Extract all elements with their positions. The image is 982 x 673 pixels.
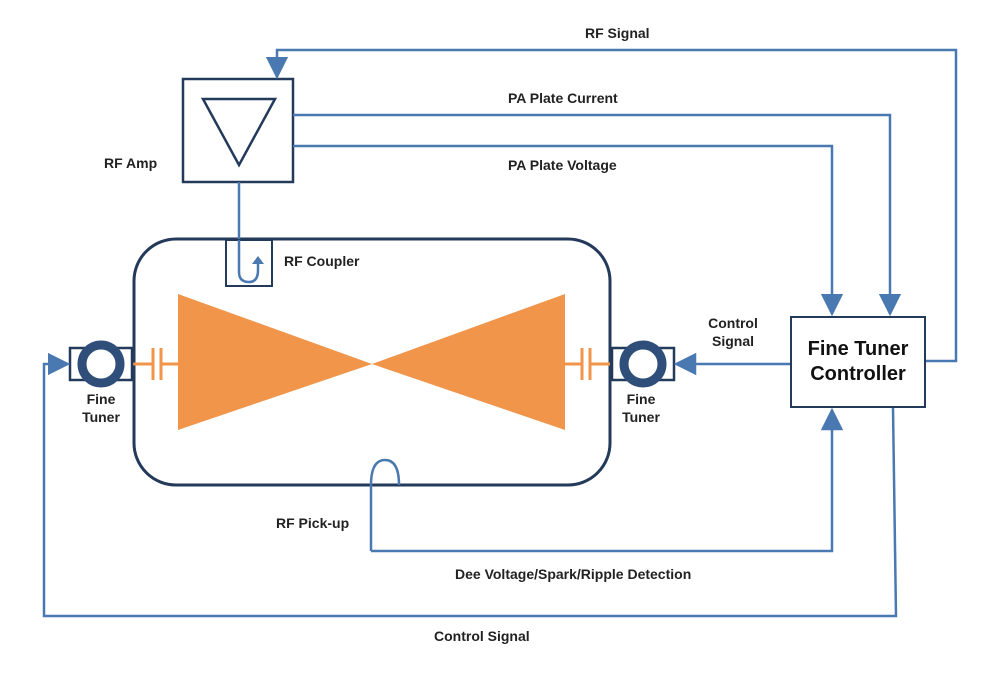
dee-right	[372, 294, 565, 430]
fine-tuner-left-icon	[68, 340, 134, 388]
capacitor-left-icon	[133, 348, 178, 380]
control-signal-bottom-line	[42, 352, 898, 618]
rf-signal-line	[265, 48, 958, 363]
controller-line1: Fine Tuner	[807, 338, 909, 360]
fine-tuner-right-line1: Fine	[626, 391, 656, 407]
dee-voltage-line	[371, 407, 844, 553]
pa-plate-current-label: PA Plate Current	[508, 90, 618, 106]
fine-tuner-right-line2: Tuner	[622, 409, 660, 425]
amplifier-triangle-icon	[200, 97, 278, 168]
fine-tuner-controller-label: Fine Tuner Controller	[808, 337, 909, 387]
dee-left	[178, 294, 372, 430]
pa-plate-voltage-line	[293, 144, 844, 317]
fine-tuner-right-icon	[610, 340, 676, 388]
rf-amp-label: RF Amp	[104, 155, 158, 171]
controller-line2: Controller	[810, 363, 906, 385]
control-signal-bottom-label: Control Signal	[434, 628, 530, 644]
rf-coupler-icon	[225, 182, 273, 287]
rf-pickup-loop	[369, 458, 401, 551]
fine-tuner-right-label: Fine Tuner	[611, 390, 671, 426]
control-signal-right-line1: Control	[708, 315, 758, 331]
rf-signal-label: RF Signal	[585, 25, 650, 41]
rf-amp-box	[181, 77, 295, 184]
pa-plate-current-line	[293, 113, 902, 317]
fine-tuner-left-line2: Tuner	[82, 409, 120, 425]
rf-coupler-label: RF Coupler	[284, 253, 360, 269]
fine-tuner-controller-box: Fine Tuner Controller	[790, 316, 926, 408]
capacitor-right-icon	[565, 348, 610, 380]
control-signal-right-line2: Signal	[711, 333, 754, 349]
pa-plate-voltage-label: PA Plate Voltage	[508, 157, 617, 173]
fine-tuner-left-label: Fine Tuner	[71, 390, 131, 426]
dee-voltage-label: Dee Voltage/Spark/Ripple Detection	[455, 566, 692, 582]
rf-pickup-label: RF Pick-up	[276, 515, 350, 531]
control-signal-right-label: Control Signal	[698, 314, 768, 350]
fine-tuner-left-line1: Fine	[86, 391, 116, 407]
